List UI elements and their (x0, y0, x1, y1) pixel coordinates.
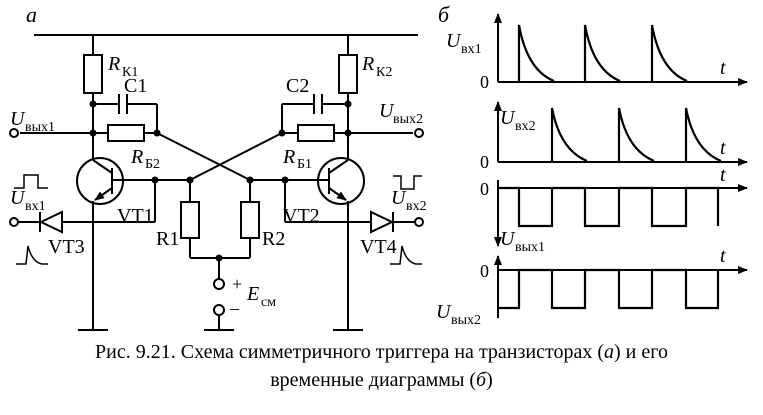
svg-text:U: U (446, 30, 462, 52)
circuit-schematic: а R К1 R К2 C1 (9, 2, 427, 331)
spike-uin1-1 (517, 24, 555, 83)
svg-text:R1: R1 (156, 228, 179, 250)
svg-text:t: t (720, 137, 726, 159)
svg-text:t: t (720, 245, 726, 267)
timing-row-uin2: U вх2 0 t (480, 101, 748, 172)
svg-text:U: U (379, 100, 395, 122)
svg-text:вых2: вых2 (393, 112, 423, 127)
cross-wire-1 (156, 132, 251, 181)
svg-text:+: + (232, 274, 242, 294)
svg-text:R: R (361, 53, 374, 75)
svg-text:R: R (130, 146, 143, 168)
svg-text:вх1: вх1 (461, 42, 482, 57)
resistor-r2: R2 (240, 180, 285, 258)
svg-text:U: U (10, 187, 26, 209)
spike-uin2-3 (684, 107, 722, 163)
svg-text:вых2: вых2 (451, 313, 481, 328)
cross-wire-2 (189, 132, 283, 181)
svg-text:Б2: Б2 (145, 157, 160, 172)
input-branch-1: U вх1 VT3 (9, 174, 159, 265)
spike-uin1-2 (583, 24, 621, 83)
svg-text:U: U (500, 228, 516, 250)
input-branch-2: U вх2 VT4 (281, 175, 427, 265)
svg-text:E: E (246, 283, 259, 305)
spike-uin2-1 (550, 107, 588, 163)
svg-text:0: 0 (480, 152, 489, 172)
square-uout1 (498, 186, 720, 228)
svg-text:R2: R2 (262, 228, 285, 250)
svg-text:К2: К2 (376, 65, 392, 80)
svg-text:вх2: вх2 (515, 119, 536, 134)
spike-uin1-3 (650, 24, 688, 83)
capacitor-c2: C2 (281, 75, 348, 133)
svg-text:VT1: VT1 (117, 205, 154, 227)
input-pulse-icon-2 (393, 175, 422, 190)
bias-source-ecm: + – E см (190, 257, 276, 331)
caption-line-1: Рис. 9.21. Схема симметричного триггера … (95, 341, 668, 363)
resistor-r1: R1 (156, 180, 200, 258)
svg-text:вых1: вых1 (25, 120, 55, 135)
input-pulse-icon-1 (14, 174, 48, 189)
svg-text:К1: К1 (122, 65, 138, 80)
output-terminal-1: U вых1 (9, 108, 93, 138)
svg-text:R: R (282, 146, 295, 168)
svg-text:C2: C2 (286, 75, 309, 97)
svg-text:0: 0 (480, 72, 489, 92)
svg-text:0: 0 (480, 179, 489, 199)
svg-text:U: U (500, 107, 516, 129)
caption-line-2: временные диаграммы (б) (270, 369, 493, 391)
panel-a-label: а (26, 2, 37, 27)
spike-uin2-2 (617, 107, 655, 163)
output-terminal-2: U вых2 (348, 100, 424, 138)
timing-diagrams: б U вх1 0 t U вх2 0 t (436, 2, 748, 328)
svg-text:Б1: Б1 (297, 157, 312, 172)
timing-row-uin1: U вх1 0 t (446, 13, 748, 92)
input-spike-icon-1 (16, 245, 48, 265)
svg-text:–: – (229, 298, 240, 318)
svg-text:вх1: вх1 (25, 199, 46, 214)
square-uout2 (498, 268, 720, 310)
svg-text:вх2: вх2 (406, 199, 427, 214)
svg-text:см: см (261, 295, 276, 310)
resistor-rb1: R Б1 (282, 124, 348, 172)
svg-text:C1: C1 (124, 75, 147, 97)
resistor-rk2: R К2 (338, 35, 392, 132)
svg-text:0: 0 (480, 261, 489, 281)
svg-text:t: t (720, 164, 726, 186)
svg-text:U: U (436, 301, 452, 323)
svg-text:U: U (10, 108, 26, 130)
svg-text:VT2: VT2 (283, 205, 320, 227)
figure-caption: Рис. 9.21. Схема симметричного триггера … (0, 338, 763, 394)
svg-text:R: R (107, 53, 120, 75)
input-spike-icon-2 (390, 245, 422, 265)
capacitor-c1: C1 (93, 75, 158, 133)
svg-text:вых1: вых1 (515, 240, 545, 255)
svg-text:U: U (391, 187, 407, 209)
resistor-rk1: R К1 (83, 35, 138, 132)
svg-text:t: t (720, 57, 726, 79)
resistor-rb2: R Б2 (93, 124, 160, 172)
svg-text:VT4: VT4 (360, 236, 397, 258)
svg-text:VT3: VT3 (48, 236, 85, 258)
timing-row-uout1: 0 t U вых1 (480, 164, 748, 255)
timing-row-uout2: 0 t U вых2 (436, 245, 748, 328)
panel-b-label: б (438, 2, 450, 27)
